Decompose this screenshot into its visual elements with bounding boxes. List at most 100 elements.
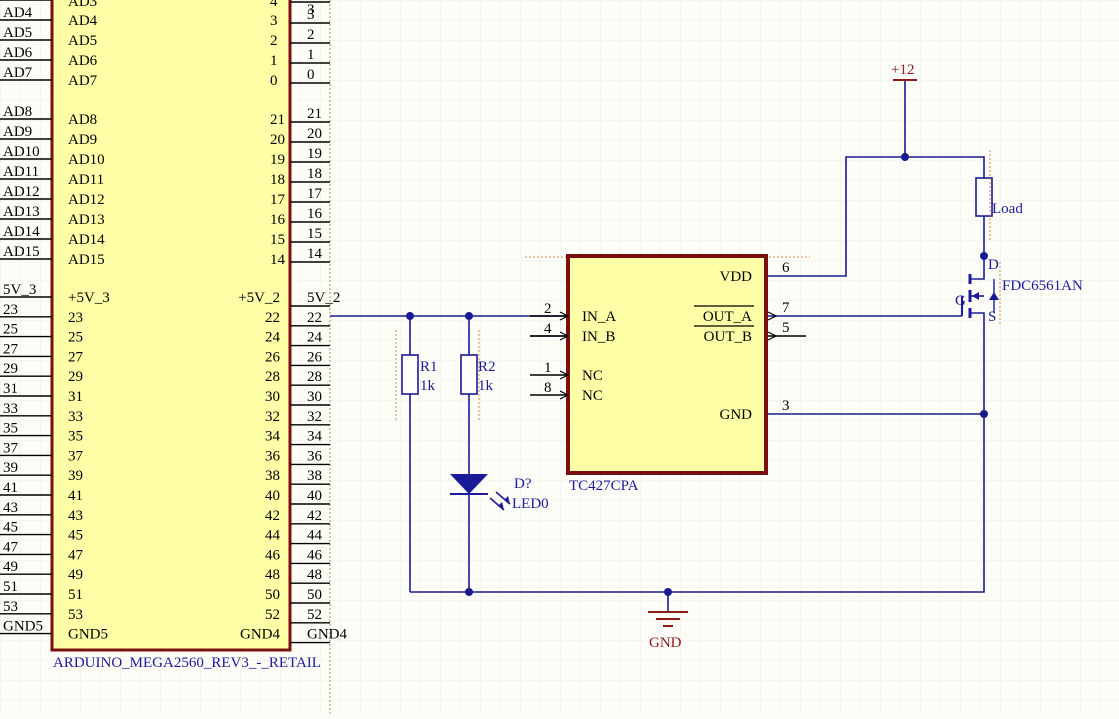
mega-left-inner-label: 29: [68, 369, 83, 385]
mega-inner-num: 4: [270, 0, 278, 10]
mega-right-inner-label: 44: [265, 528, 281, 544]
mega-left-outer-label: 25: [3, 322, 18, 338]
mega-left-inner-label: GND5: [68, 627, 108, 643]
mega-right-outer-num: 17: [307, 186, 323, 202]
mega-right-inner-label: GND4: [240, 627, 280, 643]
arduino-mega-body[interactable]: [50, 0, 292, 652]
mosfet-d-label: D: [988, 257, 999, 273]
mega-inner-num: 21: [270, 112, 285, 128]
mega-inner-num: 16: [270, 212, 286, 228]
mega-left-outer-label: AD15: [3, 244, 40, 260]
mega-left-outer-label: 47: [3, 539, 19, 555]
power-12v[interactable]: +12: [891, 62, 917, 81]
mega-left-outer-label: AD14: [3, 224, 40, 240]
mega-right-inner-label: 40: [265, 488, 280, 504]
r1-ref: R1: [420, 359, 438, 375]
mega-left-inner-label: 43: [68, 508, 83, 524]
mega-left-outer-label: 5V_3: [3, 282, 36, 298]
driver-pin-label: NC: [582, 368, 603, 384]
mega-left-inner-label: 41: [68, 488, 83, 504]
mosfet-name-label: FDC6561AN: [1002, 278, 1083, 294]
mega-right-inner-label: 34: [265, 429, 281, 445]
mega-left-inner-label: 23: [68, 310, 83, 326]
r2-ref: R2: [478, 359, 496, 375]
led-d[interactable]: D? LED0: [450, 474, 549, 512]
resistor-r2[interactable]: R2 1k: [460, 330, 496, 420]
mega-right-outer-label: 32: [307, 409, 322, 425]
r2-body[interactable]: [460, 354, 478, 395]
mega-left-inner-label: AD14: [68, 232, 105, 248]
mega-right-inner-label: 36: [265, 448, 281, 464]
mega-right-outer-label: 44: [307, 528, 323, 544]
mega-right-inner-label: 28: [265, 369, 280, 385]
mega-right-outer-num: 16: [307, 206, 323, 222]
mega-left-inner-label: AD3: [68, 0, 97, 10]
mega-right-inner-label: 32: [265, 409, 280, 425]
load-body[interactable]: [975, 177, 993, 217]
mega-left-inner-label: AD5: [68, 33, 97, 49]
mega-right-inner-label: 26: [265, 349, 281, 365]
mega-right-outer-label: 52: [307, 607, 322, 623]
mega-right-outer-num: 1: [307, 47, 315, 63]
mega-left-outer-label: 29: [3, 361, 18, 377]
mosfet-fdc6561an[interactable]: D G S FDC6561AN: [955, 256, 1083, 325]
mega-right-inner-label: 50: [265, 587, 280, 603]
driver-pin-arrow-icon: [767, 311, 778, 321]
mega-right-outer-num: 14: [307, 246, 323, 262]
mega-left-inner-label: 27: [68, 349, 84, 365]
driver-pin-label: GND: [720, 407, 753, 423]
load-resistor[interactable]: Load: [975, 150, 1023, 240]
ground-symbol[interactable]: GND: [648, 611, 688, 651]
mega-left-inner-label: 25: [68, 330, 83, 346]
driver-pin-label: NC: [582, 388, 603, 404]
mega-left-inner-label: AD9: [68, 132, 97, 148]
mega-left-inner-label: AD13: [68, 212, 105, 228]
resistor-r1[interactable]: R1 1k: [395, 330, 438, 420]
driver-pin-num: 2: [544, 301, 552, 317]
mega-left-inner-label: AD10: [68, 152, 105, 168]
mega-left-inner-label: 53: [68, 607, 83, 623]
mega-right-outer-label: 24: [307, 330, 323, 346]
r2-value: 1k: [478, 378, 494, 394]
mega-right-inner-label: 30: [265, 389, 280, 405]
led-triangle-icon[interactable]: [450, 474, 488, 494]
driver-pin-num: 6: [782, 260, 790, 276]
led-arrow-icon: [498, 502, 504, 510]
mega-left-outer-label: AD11: [3, 164, 39, 180]
mega-right-outer-label: 40: [307, 488, 322, 504]
mega-left-outer-label: 23: [3, 302, 18, 318]
mega-left-outer-label: 43: [3, 500, 18, 516]
junctions: [406, 153, 988, 596]
mega-right-inner-label: 48: [265, 567, 280, 583]
mega-right-inner-label: 46: [265, 547, 281, 563]
tc427-body[interactable]: [566, 254, 768, 475]
mega-left-outer-label: GND5: [3, 619, 43, 635]
mega-inner-num: 17: [270, 192, 286, 208]
mega-right-outer-label: 48: [307, 567, 322, 583]
mega-right-outer-num: 3: [307, 2, 315, 18]
driver-pin-num: 7: [782, 300, 790, 316]
mega-right-outer-num: 2: [307, 27, 315, 43]
driver-pin-num: 8: [544, 380, 552, 396]
mega-left-inner-label: 49: [68, 567, 83, 583]
driver-pin-num: 3: [782, 398, 790, 414]
mega-left-outer-label: 49: [3, 559, 18, 575]
driver-pin-label: IN_A: [582, 309, 616, 325]
mega-right-outer-num: 15: [307, 226, 322, 242]
mega-right-outer-label: 22: [307, 310, 322, 326]
mega-right-outer-label: 36: [307, 448, 323, 464]
mega-inner-num: 15: [270, 232, 285, 248]
mega-left-inner-label: AD6: [68, 53, 98, 69]
mega-right-outer-label: 28: [307, 369, 322, 385]
mega-right-inner-label: 42: [265, 508, 280, 524]
mega-left-inner-label: 33: [68, 409, 83, 425]
power-label: +12: [891, 62, 914, 78]
r1-body[interactable]: [401, 354, 419, 395]
driver-pin-num: 5: [782, 320, 790, 336]
